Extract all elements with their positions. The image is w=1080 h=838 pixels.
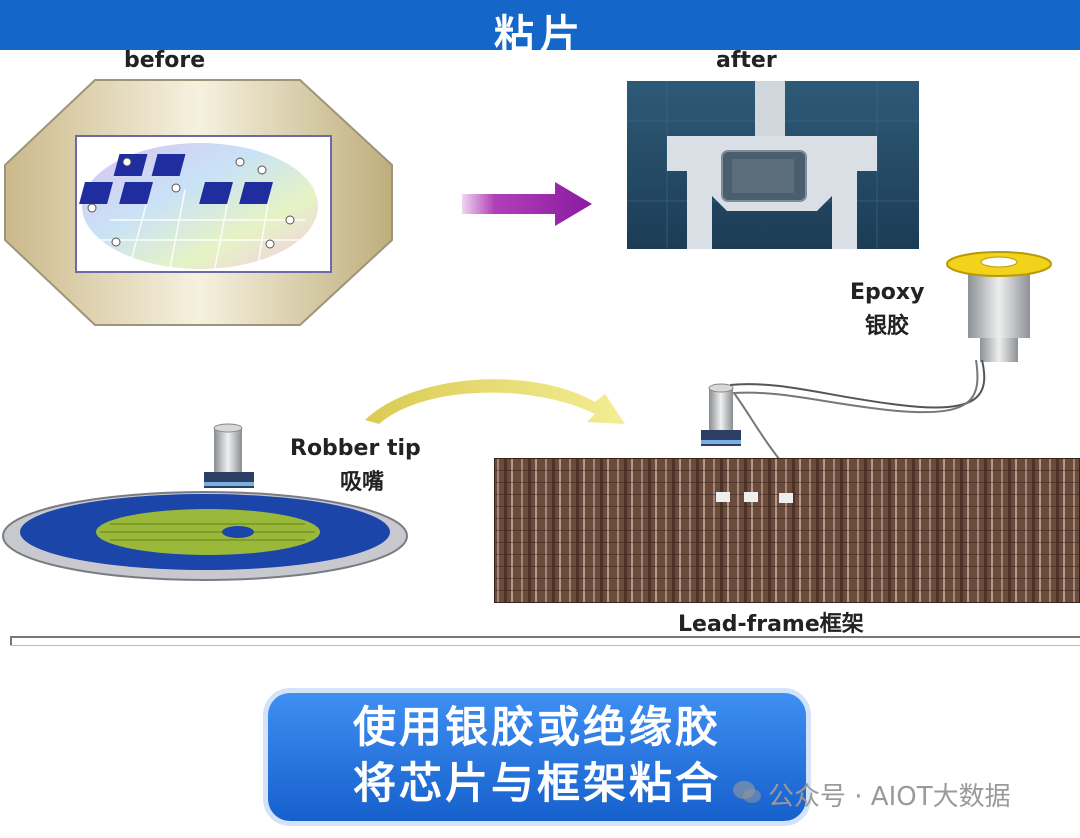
divider-tick — [10, 636, 12, 646]
divider-line-lower — [10, 645, 1080, 646]
wafer-frame-before — [4, 79, 393, 326]
caption-text: 使用银胶或绝缘胶 将芯片与框架粘合 — [268, 700, 806, 812]
lead-frame-strip — [494, 458, 1080, 603]
epoxy-tube — [729, 359, 986, 461]
title-bar — [0, 0, 1080, 50]
curved-arrow-icon — [365, 379, 625, 424]
caption-line-1: 使用银胶或绝缘胶 — [353, 703, 721, 753]
epoxy-label: Epoxy — [850, 280, 925, 305]
wechat-icon — [733, 781, 761, 803]
divider-line — [10, 636, 1080, 638]
epoxy-cn-label: 银胶 — [865, 314, 910, 339]
lead-frame-label: Lead-frame框架 — [678, 612, 864, 637]
after-label: after — [716, 48, 777, 73]
epoxy-dispenser — [946, 251, 1052, 362]
arrow-right-icon — [462, 182, 592, 226]
after-die-photo — [627, 81, 919, 249]
before-label: before — [124, 48, 206, 73]
wafer-chuck — [2, 491, 408, 581]
robber-tip-cn-label: 吸嘴 — [340, 470, 385, 495]
robber-tip-nozzle — [204, 423, 254, 488]
caption-line-2: 将芯片与框架粘合 — [353, 759, 721, 809]
robber-tip-label: Robber tip — [290, 436, 421, 461]
robber-tip-leadframe — [701, 383, 741, 446]
watermark-text: 公众号 · AIOT大数据 — [768, 782, 1011, 812]
page-title: 粘片 — [494, 12, 586, 58]
caption-box — [268, 693, 806, 821]
